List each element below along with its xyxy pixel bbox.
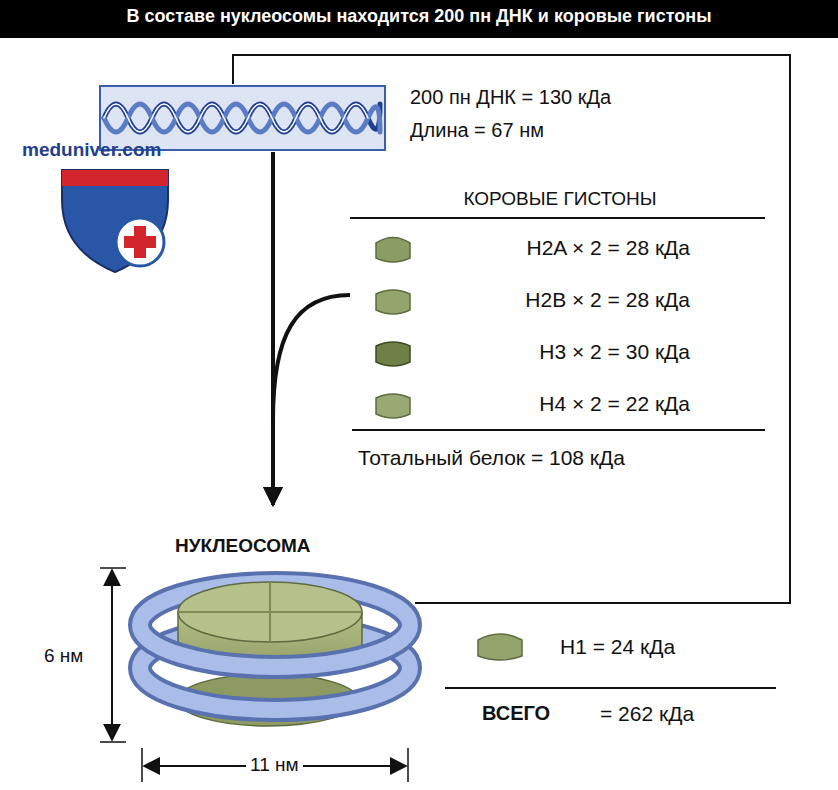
histone-h2b	[376, 290, 410, 314]
dna-length: Длина = 67 нм	[410, 119, 544, 142]
histone-h3	[376, 342, 410, 366]
histone-icon	[478, 634, 522, 660]
nucleosome-heading: НУКЛЕОСОМА	[175, 535, 311, 557]
rule-line	[352, 429, 765, 431]
dimension-tick	[100, 567, 126, 569]
group-heading: КОРОВЫЕ ГИСТОНЫ	[350, 188, 770, 210]
nucleosome-node: НУКЛЕОСОМА	[130, 505, 415, 753]
histone-icon	[376, 342, 410, 366]
histone-icon	[376, 238, 410, 263]
histone-core-top	[178, 582, 362, 642]
dimension-label: 6 нм	[44, 645, 83, 667]
total-protein: Тотальный белок = 108 кДа	[358, 446, 625, 470]
logo-band	[62, 170, 168, 186]
dna-strand-highlight	[104, 104, 368, 132]
logo-circle	[116, 218, 164, 266]
dimension-tick	[141, 748, 143, 782]
connector-arrow	[273, 295, 350, 505]
histone-row: H4 × 2 = 22 кДа	[539, 392, 690, 416]
dna-coil-front	[140, 625, 410, 667]
histone-h1-label: H1 = 24 кДа	[560, 635, 675, 659]
core-histones-node: КОРОВЫЕ ГИСТОНЫ H2A × 2 = 28 кДаH2B × 2 =…	[350, 184, 770, 478]
total-heading: ВСЕГО	[482, 702, 550, 725]
histone-icon	[376, 394, 410, 418]
dna-node: 200 пн ДНК = 130 кДаДлина = 67 нм	[100, 82, 600, 152]
histone-h2a	[376, 238, 410, 263]
nucleosome-illustration	[140, 582, 410, 726]
logo	[62, 170, 168, 272]
histone-h1	[478, 634, 522, 660]
dimension-tick	[407, 748, 409, 782]
logo-shield	[62, 170, 168, 272]
histone-row: H3 × 2 = 30 кДа	[539, 340, 690, 364]
rule-line	[445, 687, 776, 689]
watermark: meduniver.com	[22, 139, 161, 161]
histone-row: H2B × 2 = 28 кДа	[525, 288, 690, 312]
rule-line	[350, 217, 765, 219]
dna-helix	[104, 104, 380, 132]
histone-core-divisions	[178, 582, 362, 642]
histone-icon	[376, 290, 410, 314]
dna-strand	[104, 104, 380, 132]
logo-cross	[124, 226, 156, 258]
dimension-label: 11 нм	[246, 754, 303, 776]
dimension-tick	[100, 741, 126, 743]
histone-row: H2A × 2 = 28 кДа	[526, 236, 690, 260]
dna-strand	[104, 104, 380, 132]
total-value: = 262 кДа	[600, 702, 694, 726]
dna-coil-front	[140, 625, 410, 667]
title-text: В составе нуклеосомы находится 200 пн ДН…	[0, 6, 838, 27]
histone-h4	[376, 394, 410, 418]
dna-mass: 200 пн ДНК = 130 кДа	[410, 86, 611, 109]
dimension-line	[111, 570, 113, 740]
